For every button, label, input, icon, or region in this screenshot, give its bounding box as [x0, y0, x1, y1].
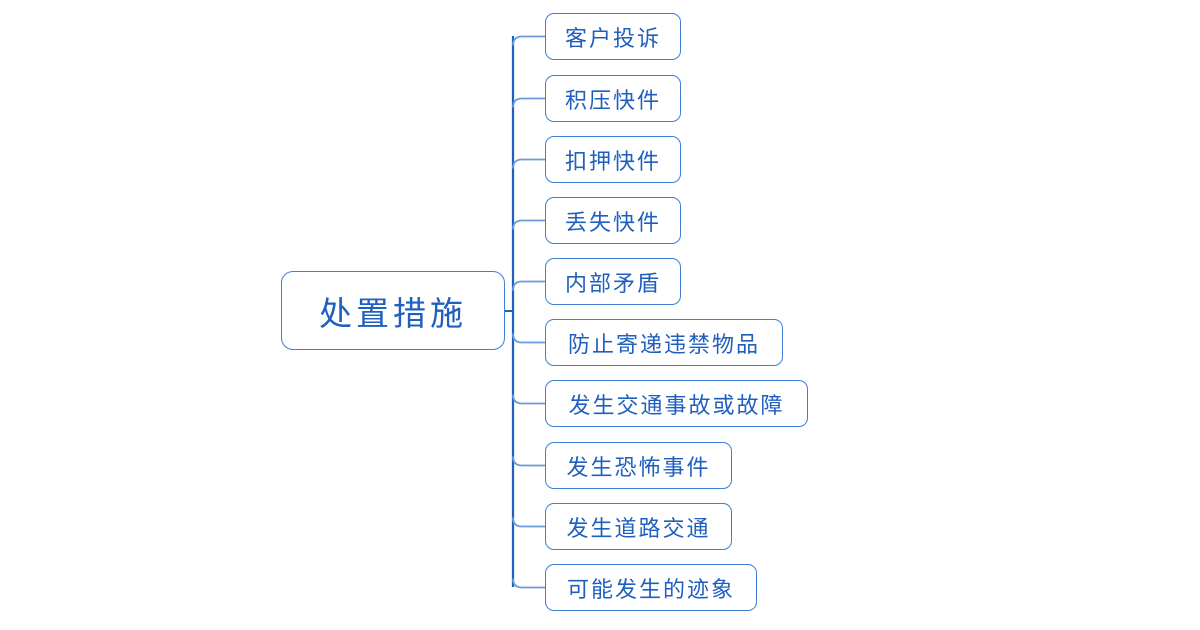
branch-line — [512, 219, 545, 230]
mindmap-child-node[interactable]: 发生道路交通 — [545, 503, 732, 550]
mindmap-child-node[interactable]: 丢失快件 — [545, 197, 681, 244]
branch-line — [512, 97, 545, 108]
mindmap-child-node[interactable]: 扣押快件 — [545, 136, 681, 183]
mindmap-child-node[interactable]: 可能发生的迹象 — [545, 564, 757, 611]
mindmap-child-node[interactable]: 发生恐怖事件 — [545, 442, 732, 489]
mindmap-child-label: 扣押快件 — [564, 148, 661, 174]
mindmap-child-label: 丢失快件 — [564, 209, 661, 235]
branch-line — [512, 158, 545, 169]
branch-line — [512, 35, 545, 46]
mindmap-child-label: 可能发生的迹象 — [566, 576, 735, 602]
mindmap-child-node[interactable]: 发生交通事故或故障 — [545, 380, 808, 427]
mindmap-child-label: 发生恐怖事件 — [566, 454, 711, 480]
branch-line — [512, 578, 545, 589]
mindmap-child-node[interactable]: 积压快件 — [545, 75, 681, 122]
branch-line — [512, 333, 545, 344]
mindmap-child-label: 内部矛盾 — [564, 270, 661, 296]
mindmap-child-label: 发生交通事故或故障 — [568, 392, 785, 418]
mindmap-child-label: 积压快件 — [564, 87, 661, 113]
branch-line — [512, 280, 545, 291]
branch-line — [512, 517, 545, 528]
mindmap-child-node[interactable]: 客户投诉 — [545, 13, 681, 60]
mindmap-root-node[interactable]: 处置措施 — [281, 271, 505, 350]
mindmap-child-label: 客户投诉 — [564, 25, 661, 51]
mindmap-root-label: 处置措施 — [319, 296, 467, 333]
mindmap-child-node[interactable]: 防止寄递违禁物品 — [545, 319, 783, 366]
mindmap-child-label: 防止寄递违禁物品 — [567, 331, 760, 357]
mindmap-child-label: 发生道路交通 — [566, 515, 711, 541]
branch-line — [512, 394, 545, 405]
mindmap-child-node[interactable]: 内部矛盾 — [545, 258, 681, 305]
branch-line — [512, 456, 545, 467]
